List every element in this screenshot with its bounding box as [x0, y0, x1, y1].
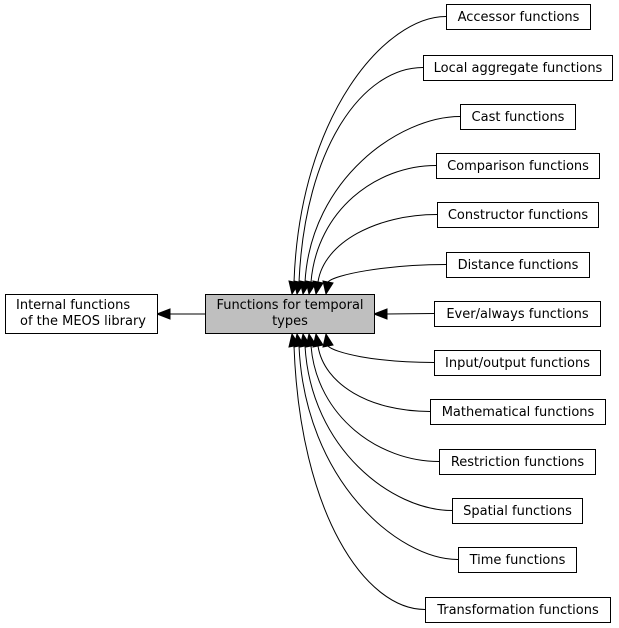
node-spatial-functions[interactable]: Spatial functions: [452, 498, 583, 524]
node-cast-functions-label: Cast functions: [472, 110, 565, 125]
node-restriction-functions[interactable]: Restriction functions: [439, 449, 596, 475]
node-ever-always-functions[interactable]: Ever/always functions: [434, 301, 601, 327]
node-constructor-functions[interactable]: Constructor functions: [437, 202, 599, 228]
node-transformation-functions[interactable]: Transformation functions: [425, 597, 611, 623]
node-comparison-functions-label: Comparison functions: [447, 159, 589, 174]
node-time-functions-label: Time functions: [469, 553, 566, 568]
node-temporal-types-line1: Functions for temporal: [216, 298, 363, 313]
edge-accessor-functions: [293, 16, 447, 283]
node-internal-functions-line1: Internal functions: [16, 298, 130, 313]
edge-comparison-functions: [310, 165, 437, 283]
edge-restriction-functions: [310, 345, 440, 462]
node-accessor-functions[interactable]: Accessor functions: [446, 4, 591, 30]
edge-time-functions: [298, 345, 459, 560]
graph-edges: [155, 16, 461, 610]
edge-distance-functions: [327, 264, 447, 283]
node-internal-functions[interactable]: Internal functions of the MEOS library: [5, 294, 158, 334]
node-input-output-functions-label: Input/output functions: [445, 356, 590, 371]
node-constructor-functions-label: Constructor functions: [448, 208, 589, 223]
edge-ever-always-functions: [385, 313, 435, 315]
edge-constructor-functions: [317, 214, 438, 283]
edge-ever-always-functions-arrowhead: [372, 308, 388, 320]
node-temporal-types-line2: types: [272, 314, 308, 329]
node-spatial-functions-label: Spatial functions: [463, 504, 572, 519]
edge-transformation-functions: [293, 345, 426, 610]
node-ever-always-functions-label: Ever/always functions: [446, 307, 589, 322]
node-transformation-functions-label: Transformation functions: [436, 603, 599, 618]
node-local-aggregate-functions-label: Local aggregate functions: [434, 61, 603, 76]
node-restriction-functions-label: Restriction functions: [451, 455, 585, 470]
node-local-aggregate-functions[interactable]: Local aggregate functions: [423, 55, 613, 81]
node-cast-functions[interactable]: Cast functions: [460, 104, 576, 130]
edge-distance-functions-arrowhead: [322, 280, 334, 296]
edge-input-output-functions-arrowhead: [322, 332, 334, 348]
node-distance-functions[interactable]: Distance functions: [446, 252, 590, 278]
edge-mathematical-functions: [317, 345, 431, 412]
node-input-output-functions[interactable]: Input/output functions: [434, 350, 601, 376]
node-comparison-functions[interactable]: Comparison functions: [436, 153, 600, 179]
node-temporal-types: Functions for temporal types: [205, 294, 375, 334]
node-internal-functions-line2: of the MEOS library: [20, 314, 146, 329]
edge-cast-functions: [304, 116, 461, 283]
edge-constructor-functions-arrowhead: [312, 280, 324, 296]
node-accessor-functions-label: Accessor functions: [458, 10, 580, 25]
edge-to-parent-arrowhead: [155, 308, 171, 320]
edge-spatial-functions: [304, 345, 453, 511]
edge-input-output-functions: [327, 345, 435, 363]
edge-transformation-functions-arrowhead: [288, 332, 300, 348]
node-time-functions[interactable]: Time functions: [458, 547, 577, 573]
node-mathematical-functions-label: Mathematical functions: [442, 405, 595, 420]
node-mathematical-functions[interactable]: Mathematical functions: [430, 399, 606, 425]
node-distance-functions-label: Distance functions: [458, 258, 579, 273]
edge-local-aggregate-functions: [298, 67, 424, 283]
